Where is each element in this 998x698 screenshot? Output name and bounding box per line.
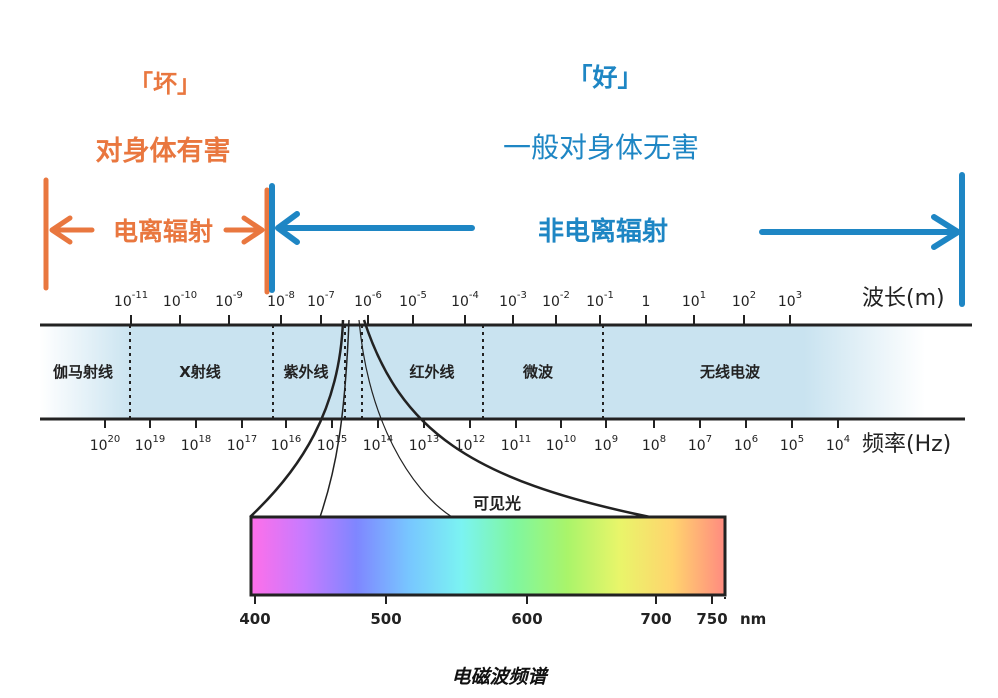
ionizing-right-arrow <box>223 215 265 245</box>
frequency-tick-label: 104 <box>826 434 850 454</box>
visible-tick-label: 400 <box>239 610 270 628</box>
wavelength-tick-label: 10-9 <box>215 290 243 310</box>
frequency-tick-label: 1010 <box>546 434 577 454</box>
wavelength-tick-label: 10-11 <box>114 290 148 310</box>
zoom-line-inner-right <box>358 319 453 518</box>
visible-tick-label: 750 <box>696 610 727 628</box>
visible-tick-label: 500 <box>370 610 401 628</box>
band-dividers <box>129 325 604 419</box>
wavelength-tick-label: 10-8 <box>267 290 295 310</box>
wavelength-tick-label: 10-1 <box>586 290 614 310</box>
visible-light-label: 可见光 <box>473 494 521 513</box>
frequency-tick-label: 106 <box>734 434 758 454</box>
wavelength-axis-title: 波长(m) <box>862 286 945 311</box>
wavelength-tick-label: 101 <box>682 290 706 310</box>
frequency-tick-label: 1020 <box>90 434 121 454</box>
wavelength-tick-label: 10-10 <box>163 290 197 310</box>
band-label: X射线 <box>179 363 221 381</box>
wavelength-tick-label: 10-2 <box>542 290 570 310</box>
band-labels: 伽马射线 X射线 紫外线 红外线 微波 无线电波 <box>53 363 761 381</box>
frequency-tick-label: 109 <box>594 434 618 454</box>
non-ionizing-left-arrow <box>275 211 475 245</box>
frequency-tick-label: 1014 <box>363 434 394 454</box>
wavelength-tick-label: 10-3 <box>499 290 527 310</box>
wavelength-tick-label: 103 <box>778 290 802 310</box>
frequency-tick-label: 1011 <box>501 434 532 454</box>
frequency-axis-title: 频率(Hz) <box>862 432 951 457</box>
frequency-tick-label: 1015 <box>317 434 348 454</box>
band-label: 紫外线 <box>283 363 328 381</box>
visible-tick-label: 700 <box>640 610 671 628</box>
visible-ticks: 400 500 600 700 750 <box>239 595 728 628</box>
frequency-tick-label: 108 <box>642 434 666 454</box>
band-label: 微波 <box>522 363 554 381</box>
band-label: 伽马射线 <box>53 363 113 381</box>
wavelength-tick-label: 10-7 <box>307 290 335 310</box>
wavelength-tick-label: 1 <box>642 294 651 310</box>
wavelength-tick-label: 102 <box>732 290 756 310</box>
bad-description: 对身体有害 <box>96 135 231 167</box>
visible-tick-label: 600 <box>511 610 542 628</box>
frequency-tick-label: 107 <box>688 434 712 454</box>
frequency-tick-label: 1018 <box>181 434 212 454</box>
wavelength-tick-label: 10-6 <box>354 290 382 310</box>
caption: 电磁波频谱 <box>451 666 549 688</box>
spectrum-band <box>40 325 972 419</box>
band-label: 无线电波 <box>699 363 761 381</box>
visible-spectrum-bar <box>249 515 727 597</box>
good-description: 一般对身体无害 <box>503 131 699 164</box>
good-label: 「好」 <box>567 63 642 92</box>
frequency-tick-label: 1013 <box>409 434 440 454</box>
frequency-tick-label: 1017 <box>227 434 258 454</box>
ionizing-left-arrow <box>49 215 95 245</box>
frequency-tick-label: 1019 <box>135 434 166 454</box>
non-ionizing-radiation-label: 非电离辐射 <box>538 216 668 247</box>
wavelength-tick-label: 10-5 <box>399 290 427 310</box>
frequency-tick-label: 105 <box>780 434 804 454</box>
bad-label: 「坏」 <box>129 70 201 98</box>
visible-unit: nm <box>740 610 766 628</box>
band-label: 红外线 <box>409 363 454 381</box>
zoom-line-outer-right <box>362 319 651 519</box>
zoom-line-outer-left <box>249 319 345 518</box>
zoom-line-inner-left <box>319 319 350 518</box>
wavelength-tick-label: 10-4 <box>451 290 479 310</box>
non-ionizing-right-arrow <box>759 214 961 250</box>
ionizing-radiation-label: 电离辐射 <box>113 217 213 246</box>
frequency-tick-label: 1016 <box>271 434 302 454</box>
